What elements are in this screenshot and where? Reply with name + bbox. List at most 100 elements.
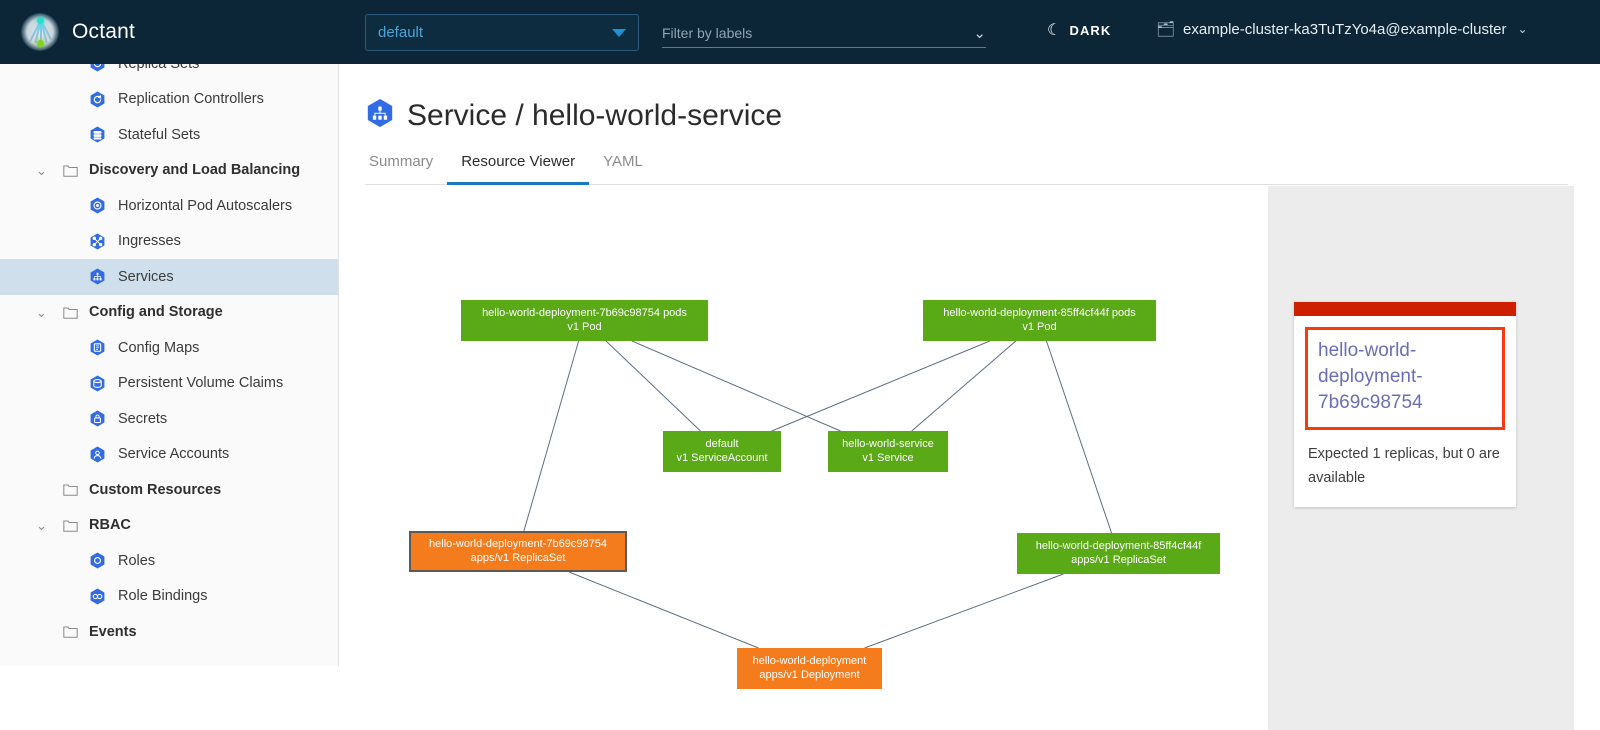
k8s-configmap-icon bbox=[89, 339, 106, 356]
graph-node-line1: hello-world-deployment-85ff4cf44f pods bbox=[943, 306, 1136, 319]
k8s-serviceaccount-icon bbox=[89, 446, 106, 463]
sidebar-item-services[interactable]: Services bbox=[0, 259, 338, 295]
detail-card[interactable]: hello-world-deployment-7b69c98754 Expect… bbox=[1294, 302, 1516, 507]
sidebar-item-label: Services bbox=[118, 268, 174, 285]
theme-toggle[interactable]: ☾ DARK bbox=[1047, 20, 1111, 40]
namespace-value: default bbox=[378, 24, 424, 41]
tab-bar[interactable]: Summary Resource Viewer YAML bbox=[365, 153, 1568, 185]
sidebar-item-label: Custom Resources bbox=[89, 481, 222, 498]
graph-node-line2: apps/v1 Deployment bbox=[759, 668, 860, 681]
sidebar-item-discovery-and-load-balancing[interactable]: ⌄ Discovery and Load Balancing bbox=[0, 153, 338, 189]
detail-card-description: Expected 1 replicas, but 0 are available bbox=[1308, 445, 1500, 486]
detail-card-title[interactable]: hello-world-deployment-7b69c98754 bbox=[1305, 327, 1505, 430]
k8s-hpa-icon bbox=[89, 197, 106, 214]
sidebar-item-config-and-storage[interactable]: ⌄ Config and Storage bbox=[0, 295, 338, 331]
sidebar-item-service-accounts[interactable]: Service Accounts bbox=[0, 437, 338, 473]
sidebar-item-events[interactable]: Events bbox=[0, 614, 338, 650]
sidebar-item-stateful-sets[interactable]: Stateful Sets bbox=[0, 117, 338, 153]
sidebar-item-horizontal-pod-autoscalers[interactable]: Horizontal Pod Autoscalers bbox=[0, 188, 338, 224]
sidebar-item-label: Config Maps bbox=[118, 339, 200, 356]
k8s-service-icon bbox=[89, 268, 106, 285]
tab-label: Summary bbox=[369, 153, 434, 170]
graph-node-line1: hello-world-deployment-7b69c98754 pods bbox=[482, 306, 687, 319]
tab-summary[interactable]: Summary bbox=[365, 153, 447, 184]
theme-toggle-label: DARK bbox=[1069, 22, 1112, 38]
sidebar-item-label: Replica Sets bbox=[118, 64, 199, 72]
sidebar-item-persistent-volume-claims[interactable]: Persistent Volume Claims bbox=[0, 366, 338, 402]
cluster-label: example-cluster-ka3TuTzYo4a@example-clus… bbox=[1183, 20, 1507, 38]
folder-icon bbox=[63, 164, 78, 177]
k8s-ingress-icon bbox=[89, 233, 106, 250]
tab-resource-viewer[interactable]: Resource Viewer bbox=[447, 153, 590, 185]
cluster-selector[interactable]: 🗂 example-cluster-ka3TuTzYo4a@example-cl… bbox=[1156, 20, 1528, 39]
moon-icon: ☾ bbox=[1047, 22, 1063, 39]
page-title-text: Service / hello-world-service bbox=[407, 98, 783, 132]
sidebar-item-label: Config and Storage bbox=[89, 304, 223, 321]
tab-label: Resource Viewer bbox=[461, 153, 576, 170]
status-bar bbox=[1294, 302, 1516, 316]
label-filter-placeholder: Filter by labels bbox=[662, 24, 753, 41]
tab-label: YAML bbox=[603, 153, 643, 170]
sidebar-item-label: Stateful Sets bbox=[118, 126, 201, 143]
folder-icon bbox=[63, 306, 78, 319]
sidebar-item-rbac[interactable]: ⌄ RBAC bbox=[0, 508, 338, 544]
sidebar-item-label: Ingresses bbox=[118, 233, 181, 250]
graph-node-line1: default bbox=[705, 437, 739, 450]
chevron-down-icon[interactable]: ⌄ bbox=[36, 305, 47, 321]
brand-name: Octant bbox=[72, 20, 136, 43]
sidebar-item-replication-controllers[interactable]: Replication Controllers bbox=[0, 82, 338, 118]
graph-node-line2: v1 Service bbox=[862, 451, 914, 464]
chevron-down-icon[interactable]: ⌄ bbox=[36, 163, 47, 179]
sidebar-item-label: Persistent Volume Claims bbox=[118, 375, 284, 392]
sidebar-item-label: Events bbox=[89, 623, 137, 640]
tab-yaml[interactable]: YAML bbox=[589, 153, 657, 184]
detail-panel: hello-world-deployment-7b69c98754 Expect… bbox=[1268, 186, 1574, 730]
folder-icon bbox=[63, 519, 78, 532]
graph-node-line1: hello-world-deployment-85ff4cf44f bbox=[1035, 539, 1202, 552]
graph-node-line1: hello-world-deployment bbox=[752, 654, 867, 667]
sidebar-item-label: Discovery and Load Balancing bbox=[89, 162, 301, 179]
graph-edges bbox=[523, 340, 1113, 649]
brand[interactable]: Octant bbox=[21, 13, 135, 51]
label-filter-input[interactable]: Filter by labels ⌄ bbox=[662, 18, 986, 48]
sidebar-item-label: RBAC bbox=[89, 517, 131, 534]
graph-node-line2: v1 ServiceAccount bbox=[676, 451, 768, 464]
sidebar-item-label: Service Accounts bbox=[118, 446, 230, 463]
k8s-rolebinding-icon bbox=[89, 588, 106, 605]
sidebar-item-label: Horizontal Pod Autoscalers bbox=[118, 197, 293, 214]
sidebar-item-label: Roles bbox=[118, 552, 156, 569]
sidebar-item-roles[interactable]: Roles bbox=[0, 543, 338, 579]
sidebar-item-replica-sets[interactable]: Replica Sets bbox=[0, 64, 338, 82]
chevron-down-icon[interactable]: ⌄ bbox=[36, 518, 47, 534]
sidebar-item-config-maps[interactable]: Config Maps bbox=[0, 330, 338, 366]
graph-node-line2: apps/v1 ReplicaSet bbox=[1071, 553, 1166, 566]
sidebar-item-label: Replication Controllers bbox=[118, 91, 264, 108]
k8s-service-icon bbox=[365, 98, 395, 133]
graph-node-line1: hello-world-service bbox=[842, 437, 934, 450]
k8s-secret-icon bbox=[89, 410, 106, 427]
graph-node-line2: v1 Pod bbox=[1022, 320, 1057, 333]
graph-node-line2: apps/v1 ReplicaSet bbox=[470, 551, 566, 564]
namespace-select[interactable]: default bbox=[365, 14, 639, 51]
page-title: Service / hello-world-service bbox=[365, 98, 782, 133]
chevron-down-icon: ⌄ bbox=[973, 24, 986, 42]
sidebar-item-secrets[interactable]: Secrets bbox=[0, 401, 338, 437]
graph-node-line2: v1 Pod bbox=[567, 320, 602, 333]
sidebar-item-role-bindings[interactable]: Role Bindings bbox=[0, 579, 338, 615]
octant-logo-icon bbox=[21, 13, 59, 51]
sidebar-item-ingresses[interactable]: Ingresses bbox=[0, 224, 338, 260]
top-bar: Octant default Filter by labels ⌄ ☾ DARK… bbox=[0, 0, 1600, 64]
sidebar[interactable]: Replica SetsReplication ControllersState… bbox=[0, 64, 339, 666]
k8s-replicationcontroller-icon bbox=[89, 91, 106, 108]
folder-icon bbox=[63, 625, 78, 639]
sidebar-item-custom-resources[interactable]: Custom Resources bbox=[0, 472, 338, 508]
